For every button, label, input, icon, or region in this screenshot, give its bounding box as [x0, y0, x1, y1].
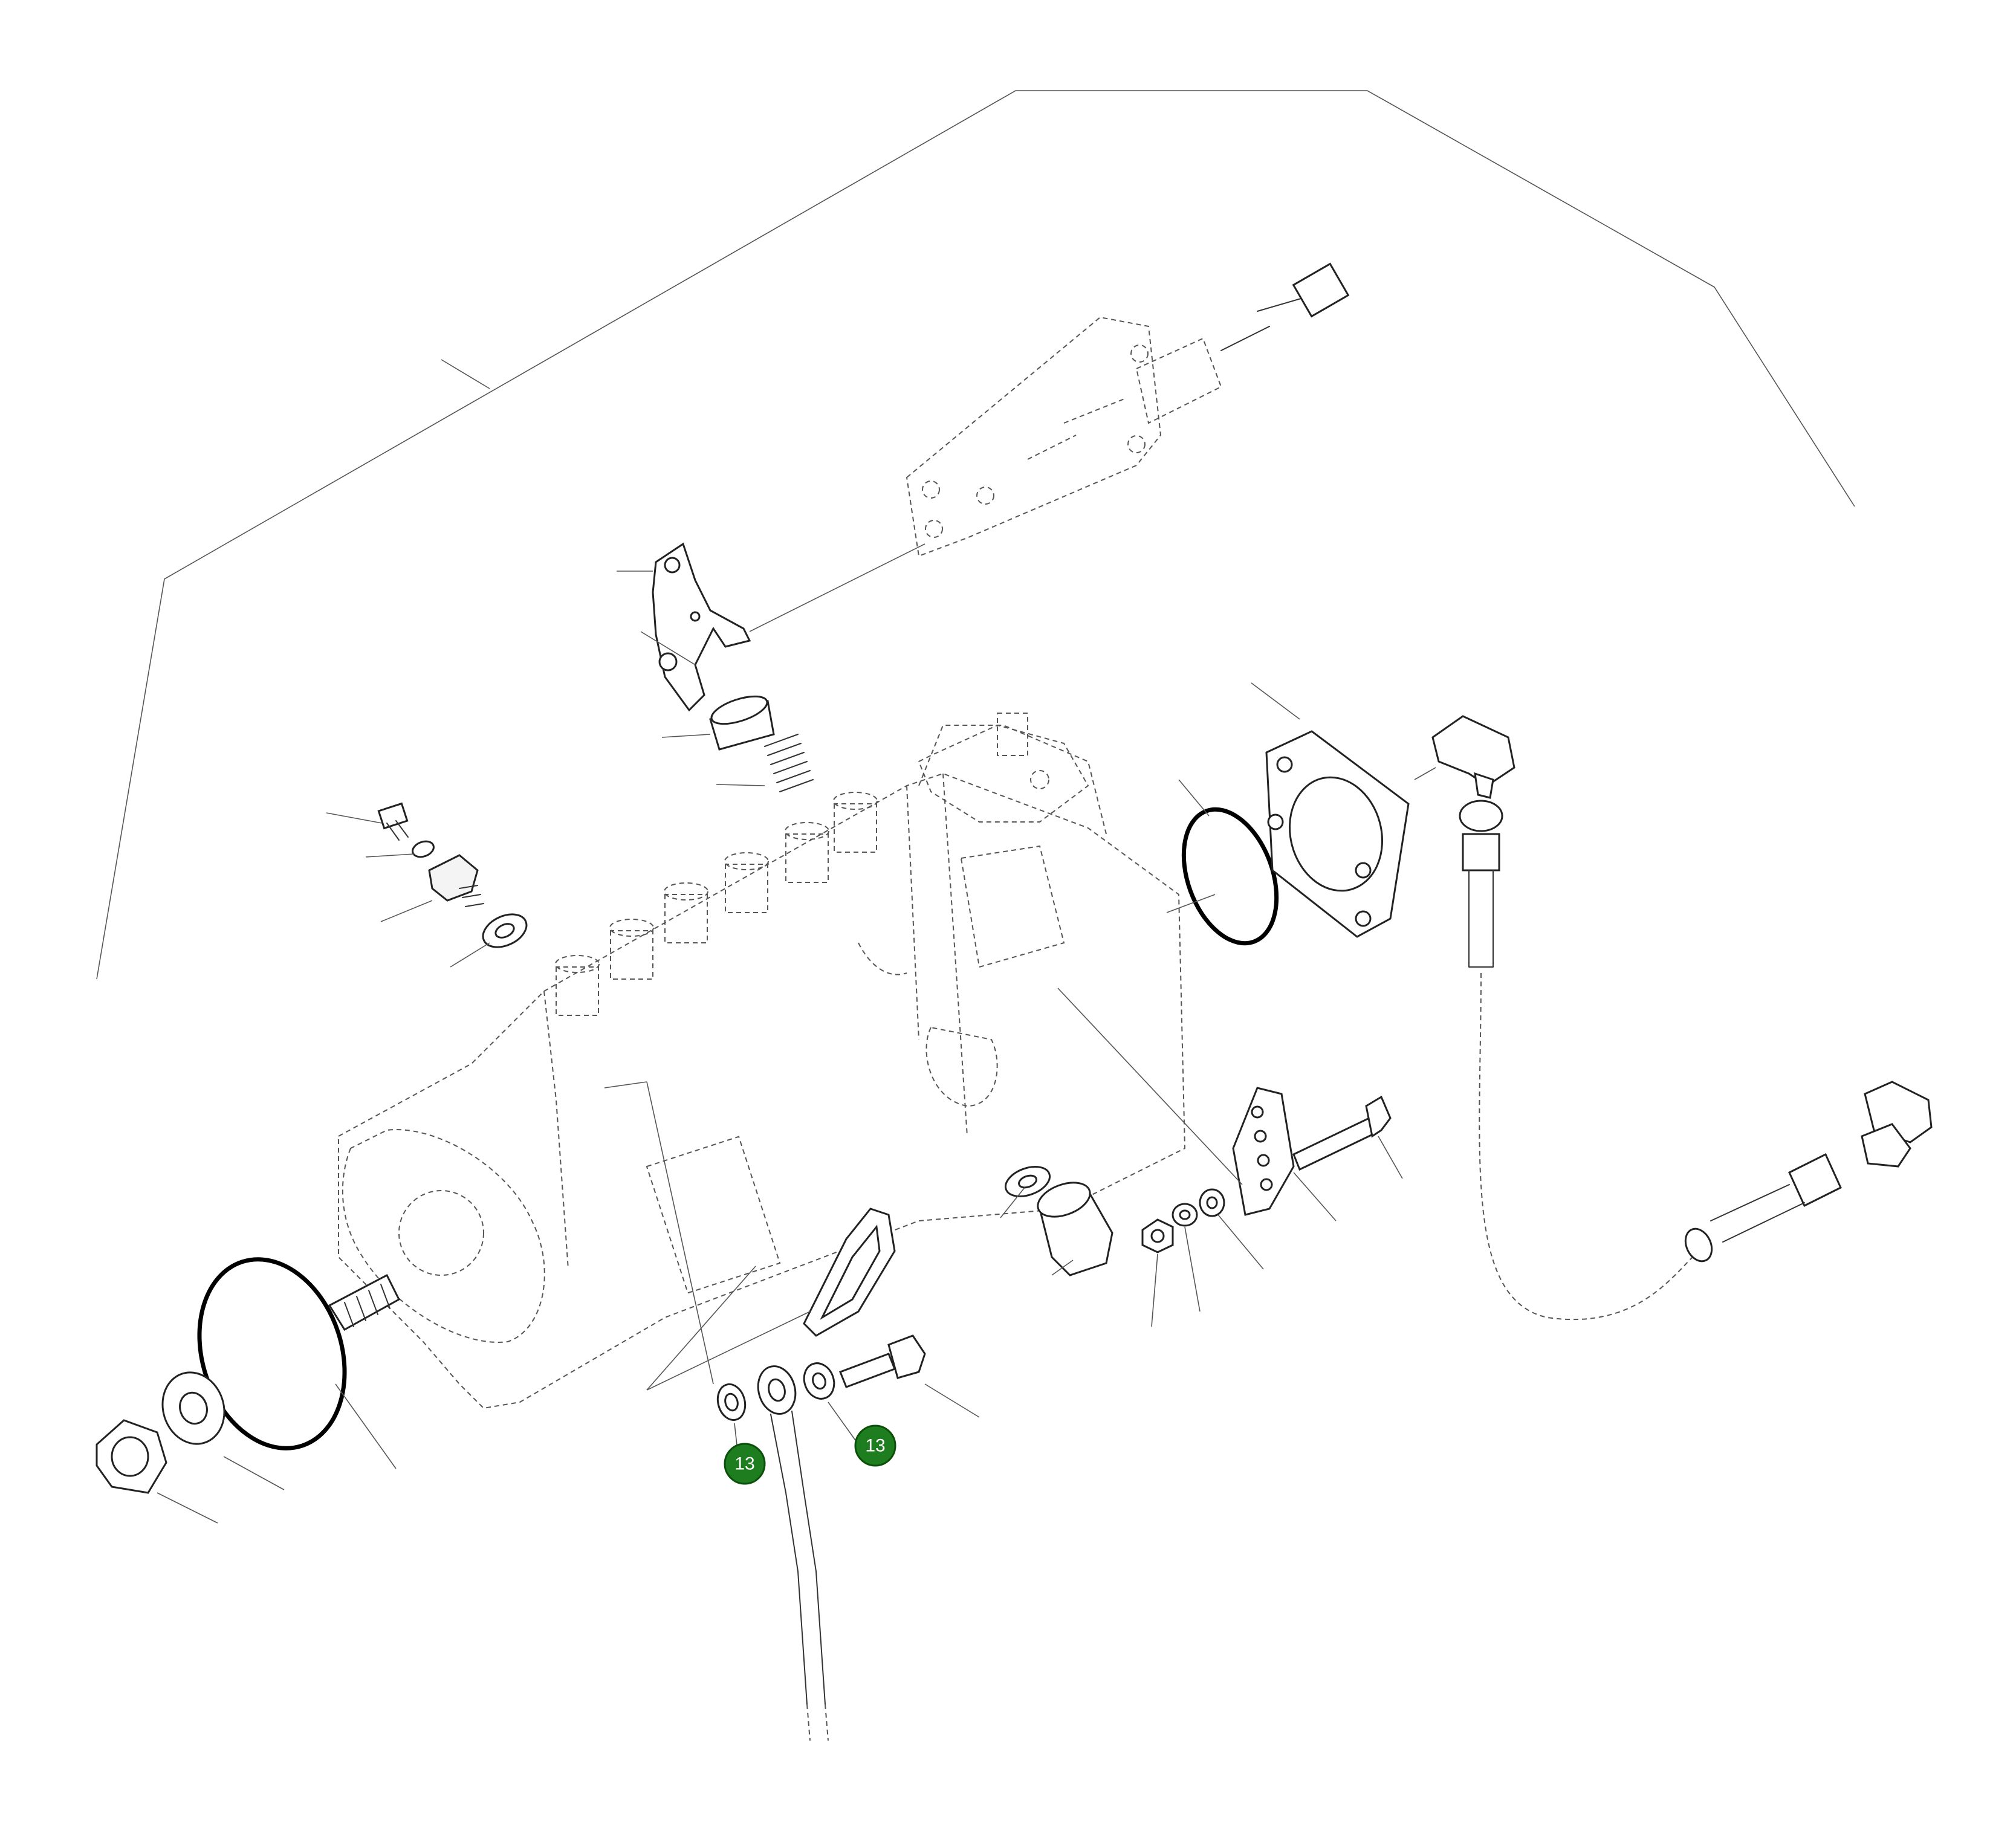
washer-upper-small — [412, 840, 435, 858]
control-lever-bracket — [652, 542, 751, 712]
hex-nut-drive — [96, 1419, 167, 1494]
bolt-right — [1292, 1095, 1392, 1171]
banjo-screw-upper — [377, 802, 409, 841]
cap-nut — [1037, 1182, 1113, 1276]
o-ring-flange — [1181, 807, 1279, 946]
assembly-boundary-outline — [96, 90, 1855, 980]
o-ring-drive — [197, 1257, 347, 1450]
sealing-washer-right — [803, 1362, 835, 1400]
cover-gasket — [803, 1208, 896, 1337]
governor-cover — [918, 713, 1089, 823]
callout-badge-13-left[interactable]: 13 — [724, 1443, 766, 1485]
stop-solenoid-assembly — [906, 262, 1350, 557]
nut-small — [1141, 1218, 1174, 1253]
banjo-fitting — [757, 1365, 829, 1741]
drive-shaft-thread — [328, 1273, 400, 1331]
elbow-fitting-upper — [1431, 715, 1515, 799]
injection-pump-body — [338, 725, 1186, 1409]
callout-badge-13-right[interactable]: 13 — [854, 1425, 896, 1467]
elbow-fitting-lower — [1861, 1081, 1933, 1168]
washer-drive — [161, 1371, 225, 1445]
spring — [764, 734, 814, 792]
flat-washer — [1199, 1188, 1225, 1217]
delivery-valve-holders — [555, 792, 878, 1016]
leader-lines — [157, 543, 1436, 1524]
washer-cap — [1005, 1166, 1051, 1197]
sleeve — [709, 695, 775, 751]
pipe-connector-lower — [1684, 1153, 1842, 1263]
mounting-flange — [1265, 730, 1410, 938]
pipe-fitting-right — [1459, 800, 1693, 1321]
lock-washer — [1172, 1203, 1198, 1227]
connecting-plate — [1232, 1087, 1295, 1216]
banjo-bolt — [839, 1334, 926, 1388]
plug-screw-upper — [428, 854, 484, 907]
sealing-washer-left — [716, 1383, 747, 1421]
washer-upper-large — [482, 913, 528, 948]
